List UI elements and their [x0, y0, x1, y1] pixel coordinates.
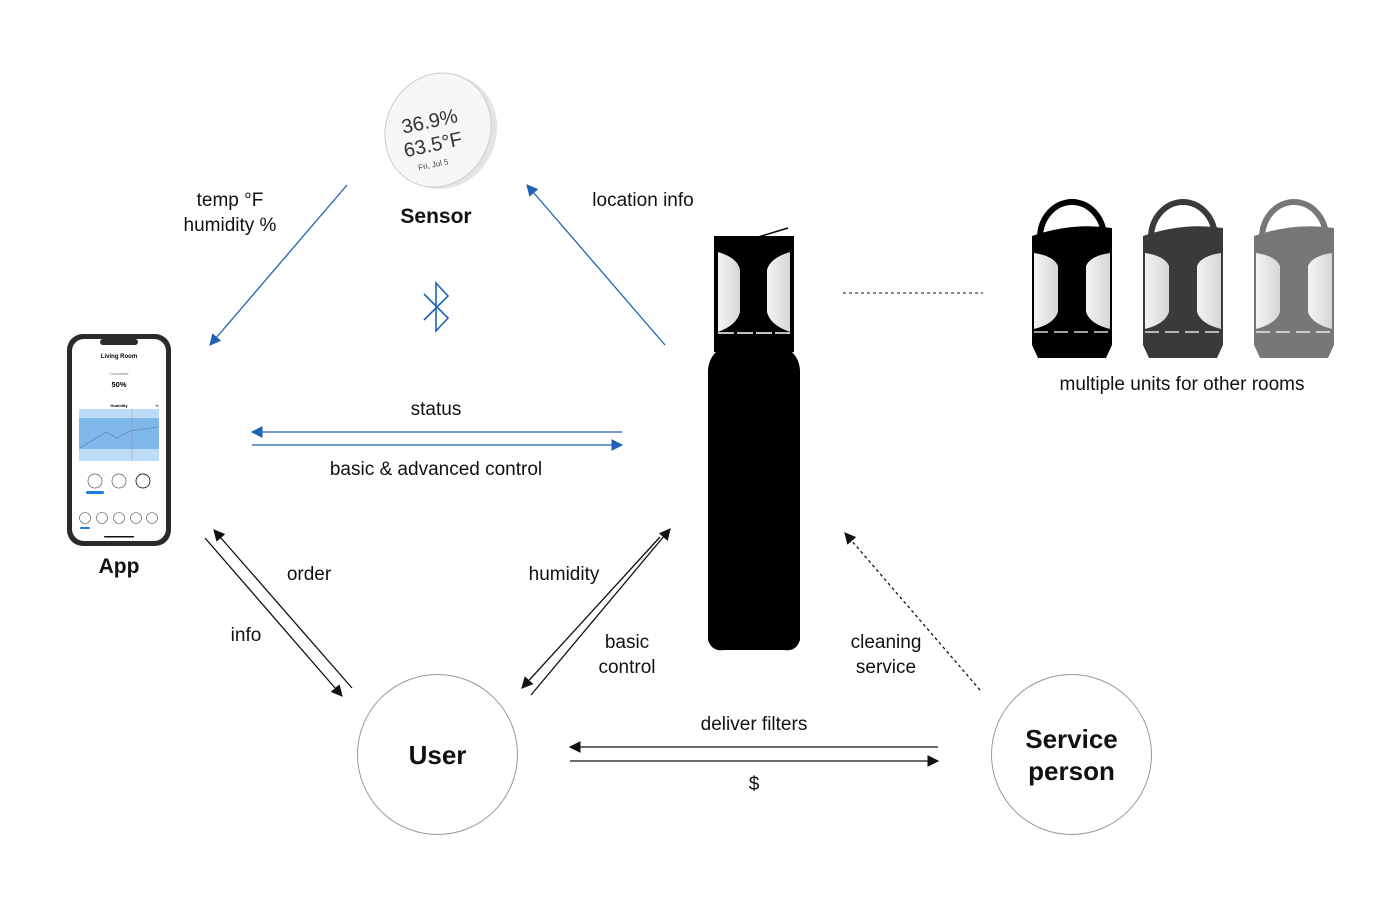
edge-label-location-info: location info	[592, 190, 694, 211]
edge-label-humidity: humidity	[528, 564, 600, 585]
edge-label-control-2: control	[598, 657, 656, 678]
arrow-order	[213, 529, 353, 689]
edge-label-info: info	[230, 625, 262, 646]
edge-label-control: basic & advanced control	[329, 459, 543, 480]
purifier-device	[708, 227, 800, 651]
room-unit	[1143, 199, 1223, 358]
user-label: User	[408, 739, 467, 770]
edge-label-payment: $	[748, 774, 760, 795]
arrow-sensor-to-app	[209, 184, 348, 346]
arrow-basic-control	[530, 528, 671, 696]
app-screen-value: 50%	[111, 380, 126, 389]
edge-label-temp: temp °F	[196, 190, 264, 211]
app-label: App	[98, 555, 140, 578]
other-units	[1032, 199, 1334, 358]
sensor-label: Sensor	[400, 205, 472, 228]
arrow-cleaning-service	[844, 532, 981, 691]
app-chart-title: Humidity	[110, 403, 128, 408]
units-caption: multiple units for other rooms	[1059, 374, 1305, 395]
arrow-info	[204, 537, 343, 697]
sensor-device: 36.9% 63.5°F Fri, Jul 5	[384, 72, 498, 189]
arrow-humidity	[521, 536, 661, 689]
edge-label-order: order	[286, 564, 332, 585]
service-person-label-1: Service	[1025, 723, 1118, 754]
edge-label-cleaning: cleaning	[850, 632, 922, 653]
edge-label-service: service	[855, 657, 917, 678]
edge-label-deliver-filters: deliver filters	[700, 714, 808, 735]
app-chart-unit: %	[155, 403, 159, 408]
room-unit	[1032, 199, 1112, 358]
app-phone: Living Room Comfortable 50% Humidity %	[67, 334, 171, 546]
arrow-device-to-sensor	[526, 184, 666, 346]
app-screen-title: Living Room	[101, 354, 137, 360]
bluetooth-icon	[423, 280, 450, 334]
room-unit	[1254, 199, 1334, 358]
service-person-label-2: person	[1028, 755, 1115, 786]
edge-label-status: status	[410, 399, 462, 420]
edge-label-humidity-pct: humidity %	[183, 215, 277, 236]
app-screen-subtitle: Comfortable	[109, 372, 128, 376]
edge-label-basic: basic	[604, 632, 650, 653]
user-node: User	[357, 674, 518, 835]
